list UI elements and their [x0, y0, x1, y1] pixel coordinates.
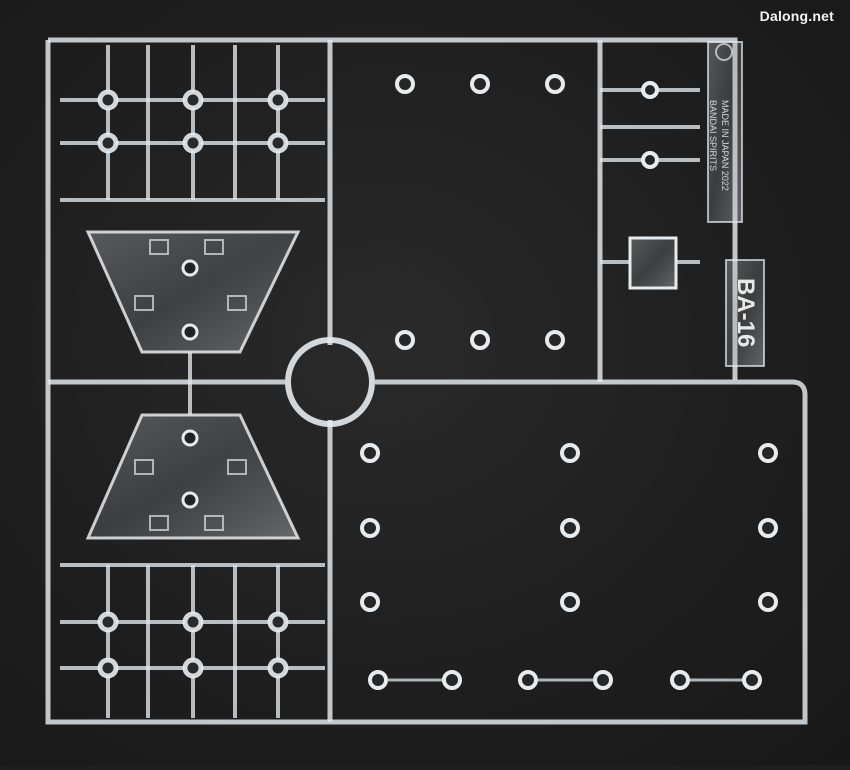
right-small-parts: [600, 88, 700, 264]
watermark: Dalong.net: [759, 8, 834, 24]
runner-tag-text-2: MADE IN JAPAN 2022: [720, 100, 730, 191]
square-part: [628, 236, 678, 290]
trapezoid-plate-top: [85, 230, 301, 354]
horizontal-rod-rings: [360, 443, 778, 612]
part-code-label: BA-16: [732, 278, 759, 348]
part-code-tag: [725, 259, 765, 367]
runner-tag-plate: [707, 41, 743, 223]
lower-left-grid: [60, 563, 325, 718]
rod-end-rings: [395, 74, 565, 350]
upper-left-grid: [60, 45, 325, 202]
connector-rings: [97, 89, 289, 679]
trapezoid-plate-bottom: [85, 413, 301, 540]
center-ring: [285, 337, 375, 427]
vertical-rods: [400, 45, 560, 380]
horizontal-rods: [335, 448, 800, 645]
runner-tag-text-1: BANDAI SPIRITS: [708, 100, 718, 172]
